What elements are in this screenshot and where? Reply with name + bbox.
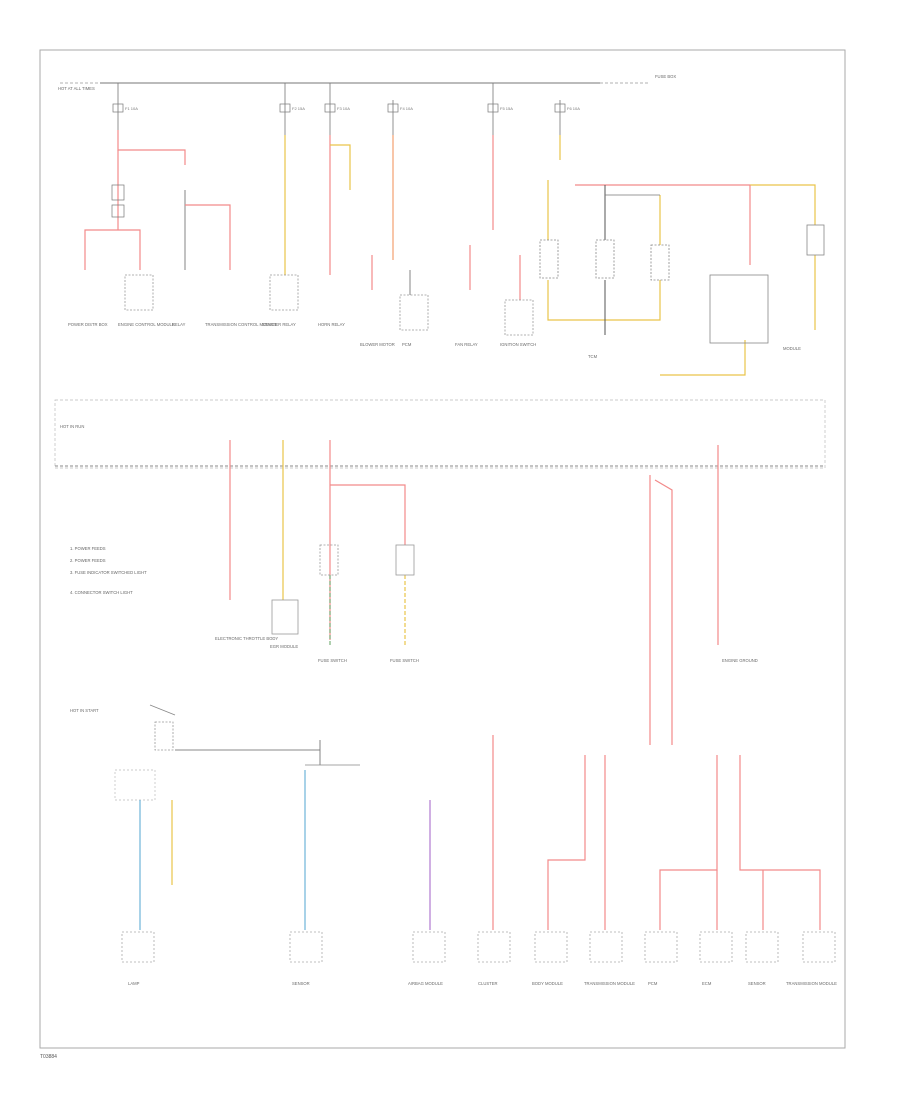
bottom-comp-7: ECM — [702, 981, 712, 986]
top-comp-7: PCM — [402, 342, 412, 347]
svg-text:F5 15A: F5 15A — [500, 106, 513, 111]
bottom-comp-6: PCM — [648, 981, 658, 986]
top-comp-6: BLOWER MOTOR — [360, 342, 395, 347]
middle-source-label: HOT IN RUN — [60, 424, 84, 429]
fuse-f6: F6 10A — [554, 100, 580, 135]
bottom-comp-4: BODY MODULE — [532, 981, 563, 986]
bottom-comp-9: TRANSMISSION MODULE — [786, 981, 837, 986]
legend-item-3: 4. CONNECTOR SWITCH LIGHT — [70, 590, 133, 595]
bottom-comp-2: AIRBAG MODULE — [408, 981, 443, 986]
fuse-f5: F5 15A — [487, 83, 513, 135]
legend-item-1: 2. POWER FEEDS — [70, 558, 106, 563]
bottom-comp-5: TRANSMISSION MODULE — [584, 981, 635, 986]
top-comp-11: MODULE — [783, 346, 801, 351]
top-right-source-label: FUSE BOX — [655, 74, 676, 79]
bottom-comp-0: LAMP — [128, 981, 140, 986]
fuse-f2: F2 15A — [279, 83, 305, 135]
top-source-label: HOT AT ALL TIMES — [58, 86, 95, 91]
middle-comp-4: ENGINE GROUND — [722, 658, 758, 663]
middle-comp-3: FUSE SWITCH — [390, 658, 419, 663]
top-comp-5: HORN RELAY — [318, 322, 345, 327]
bottom-comp-1: SENSOR — [292, 981, 310, 986]
svg-text:F4 10A: F4 10A — [400, 106, 413, 111]
top-section: HOT AT ALL TIMES FUSE BOX F1 10A F2 15A … — [58, 74, 825, 376]
fuse-f4: F4 10A — [387, 100, 413, 135]
bottom-comp-3: CLUSTER — [478, 981, 498, 986]
svg-text:F2 15A: F2 15A — [292, 106, 305, 111]
bottom-section: HOT IN START LAMP SENSOR AIRBAG MODULE C… — [70, 704, 837, 986]
legend-item-0: 1. POWER FEEDS — [70, 546, 106, 551]
top-comp-1: ENGINE CONTROL MODULE — [118, 322, 175, 327]
bottom-comp-8: SENSOR — [748, 981, 766, 986]
svg-text:F1 10A: F1 10A — [125, 106, 138, 111]
top-comp-0: POWER DISTR BOX — [68, 322, 108, 327]
top-comp-8: FAN RELAY — [455, 342, 478, 347]
middle-comp-1: EGR MODULE — [270, 644, 298, 649]
diagram-frame — [39, 49, 846, 1049]
top-comp-4: STARTER RELAY — [262, 322, 296, 327]
top-comp-3: TRANSMISSION CONTROL MODULE — [205, 322, 278, 327]
fuse-f3: F3 10A — [324, 83, 350, 135]
bottom-source-label: HOT IN START — [70, 708, 99, 713]
legend-item-2: 3. FUSE INDICATOR SWITCHED LIGHT — [70, 570, 147, 575]
middle-comp-2: FUSE SWITCH — [318, 658, 347, 663]
footer-code: T03884 — [40, 1054, 57, 1060]
fuse-f1: F1 10A — [112, 83, 138, 130]
top-comp-2: RELAY — [172, 322, 186, 327]
svg-text:F3 10A: F3 10A — [337, 106, 350, 111]
middle-comp-0: ELECTRONIC THROTTLE BODY — [215, 636, 278, 641]
middle-section: HOT IN RUN ELECTRONIC THROTTLE BODY EGR … — [54, 399, 826, 745]
top-comp-10: TCM — [588, 354, 598, 359]
top-comp-9: IGNITION SWITCH — [500, 342, 536, 347]
legend: 1. POWER FEEDS 2. POWER FEEDS 3. FUSE IN… — [70, 546, 147, 595]
svg-text:F6 10A: F6 10A — [567, 106, 580, 111]
